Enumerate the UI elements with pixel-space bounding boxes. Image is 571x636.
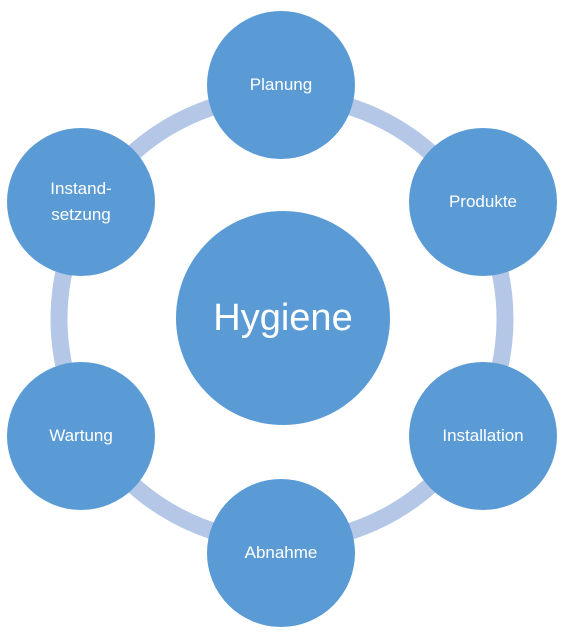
node-produkte: Produkte — [409, 128, 557, 276]
node-installation: Installation — [409, 362, 557, 510]
node-planung: Planung — [207, 11, 355, 159]
node-wartung: Wartung — [7, 362, 155, 510]
node-abnahme: Abnahme — [207, 479, 355, 627]
center-node-hygiene: Hygiene — [176, 211, 390, 425]
node-instandsetzung: Instand- setzung — [7, 128, 155, 276]
